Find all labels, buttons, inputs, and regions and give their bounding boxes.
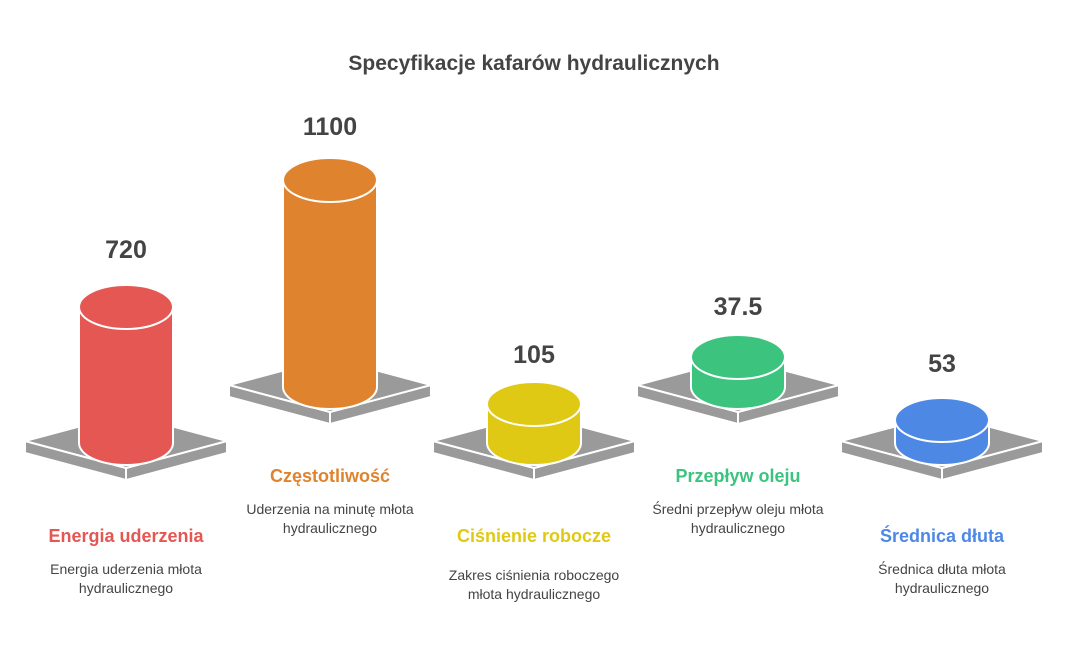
cylinder-top bbox=[486, 381, 582, 427]
item-description: Średnica dłuta młota hydraulicznego bbox=[878, 561, 1006, 596]
item-description: Energia uderzenia młota hydraulicznego bbox=[50, 561, 202, 596]
value-label: 37.5 bbox=[714, 293, 763, 321]
cylinder-top bbox=[78, 284, 174, 330]
item-title: Energia uderzenia bbox=[48, 526, 204, 546]
item-description: Uderzenia na minutę młota hydraulicznego bbox=[246, 501, 414, 536]
item-title: Ciśnienie robocze bbox=[456, 526, 612, 546]
cylinder-top bbox=[894, 397, 990, 443]
cylinder-top bbox=[690, 334, 786, 380]
cylinder-top bbox=[282, 157, 378, 203]
cylinder-body bbox=[78, 306, 174, 466]
item-description: Zakres ciśnienia roboczego młota hydraul… bbox=[448, 567, 620, 602]
item-title: Przepływ oleju bbox=[675, 466, 801, 486]
item-title: Średnica dłuta bbox=[879, 526, 1005, 546]
value-label: 720 bbox=[105, 236, 147, 264]
value-label: 53 bbox=[928, 350, 956, 378]
diagram-title: Specyfikacje kafarów hydraulicznych bbox=[348, 52, 720, 75]
cylinder-body bbox=[282, 179, 378, 410]
item-title: Częstotliwość bbox=[269, 466, 391, 486]
item-description: Średni przepływ oleju młota hydrauliczne… bbox=[652, 501, 824, 536]
value-label: 105 bbox=[513, 341, 555, 369]
value-label: 1100 bbox=[303, 113, 357, 141]
